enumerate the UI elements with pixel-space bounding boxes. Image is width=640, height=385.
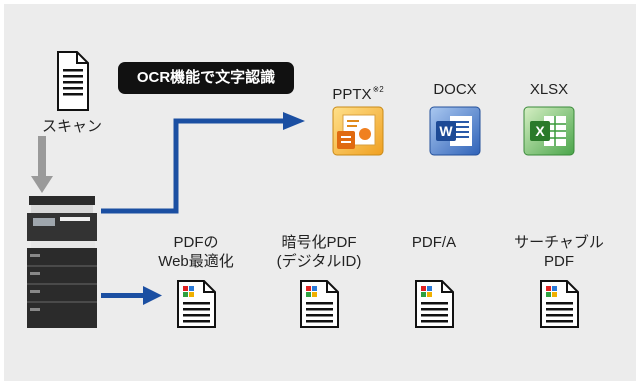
excel-icon: X <box>523 106 575 156</box>
ocr-badge: OCR機能で文字認識 <box>118 62 294 94</box>
pdf-flow-arrow <box>101 286 162 305</box>
pdf-document-icon <box>415 280 454 328</box>
scan-arrow <box>31 136 53 193</box>
output-label-xlsx: XLSX <box>529 81 569 98</box>
pdf-label-pdfa: PDF/A <box>411 234 457 251</box>
ocr-flow-arrow <box>101 112 305 214</box>
scanned-document-icon <box>57 51 89 111</box>
svg-text:W: W <box>439 123 453 139</box>
powerpoint-icon <box>332 106 384 156</box>
pdf-document-icon <box>540 280 579 328</box>
pdf-document-icon <box>177 280 216 328</box>
pdf-label-encrypted: 暗号化PDF(デジタルID) <box>276 234 362 270</box>
svg-text:X: X <box>535 123 545 139</box>
output-label-pptx: PPTX※2 <box>332 85 384 103</box>
output-label-docx: DOCX <box>433 81 477 98</box>
word-icon: W <box>429 106 481 156</box>
multifunction-printer-icon <box>27 196 97 328</box>
pdf-document-icon <box>300 280 339 328</box>
scan-label: スキャン <box>41 118 102 135</box>
